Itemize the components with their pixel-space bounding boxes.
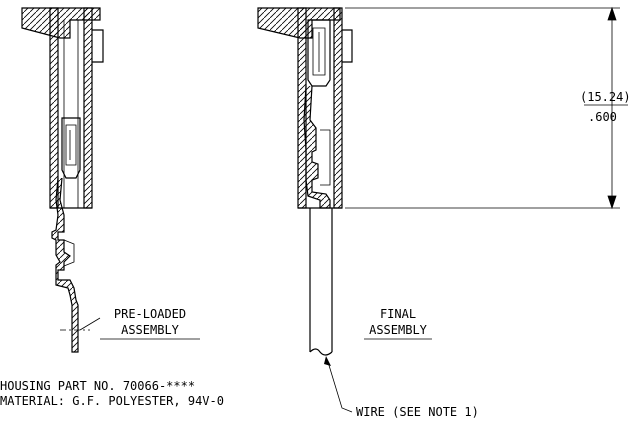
housing-flange: [21, 7, 101, 39]
dimension-inch: .600: [588, 110, 617, 124]
terminal-body: [51, 177, 79, 353]
wire-break: [309, 348, 333, 356]
dimension-arrow-top: [607, 6, 617, 21]
final-label-line1: FINAL: [380, 307, 416, 321]
pre-loaded-view: [21, 7, 104, 353]
final-housing-latch: [342, 29, 353, 63]
wire: [309, 208, 333, 352]
final-housing-right-wall: [333, 7, 343, 209]
housing-left-wall: [49, 7, 59, 209]
housing-material: MATERIAL: G.F. POLYESTER, 94V-0: [0, 394, 224, 408]
height-dimension: [345, 6, 620, 210]
wire-leader: [327, 361, 353, 413]
pre-loaded-leader: [79, 317, 101, 331]
dimension-arrow-bottom: [607, 195, 617, 210]
terminal-contact: [61, 117, 81, 179]
dimension-metric: (15.24): [580, 90, 631, 104]
pre-loaded-label-line1: PRE-LOADED: [114, 307, 186, 321]
housing-part-number: HOUSING PART NO. 70066-****: [0, 379, 195, 393]
wire-label: WIRE (SEE NOTE 1): [356, 405, 479, 419]
housing-latch: [92, 29, 104, 63]
final-terminal-body: [303, 85, 331, 209]
final-label-line2: ASSEMBLY: [369, 323, 428, 337]
final-terminal-contact: [307, 19, 331, 87]
housing-right-wall: [83, 7, 93, 209]
final-view: [257, 7, 353, 356]
pre-loaded-label-line2: ASSEMBLY: [121, 323, 180, 337]
